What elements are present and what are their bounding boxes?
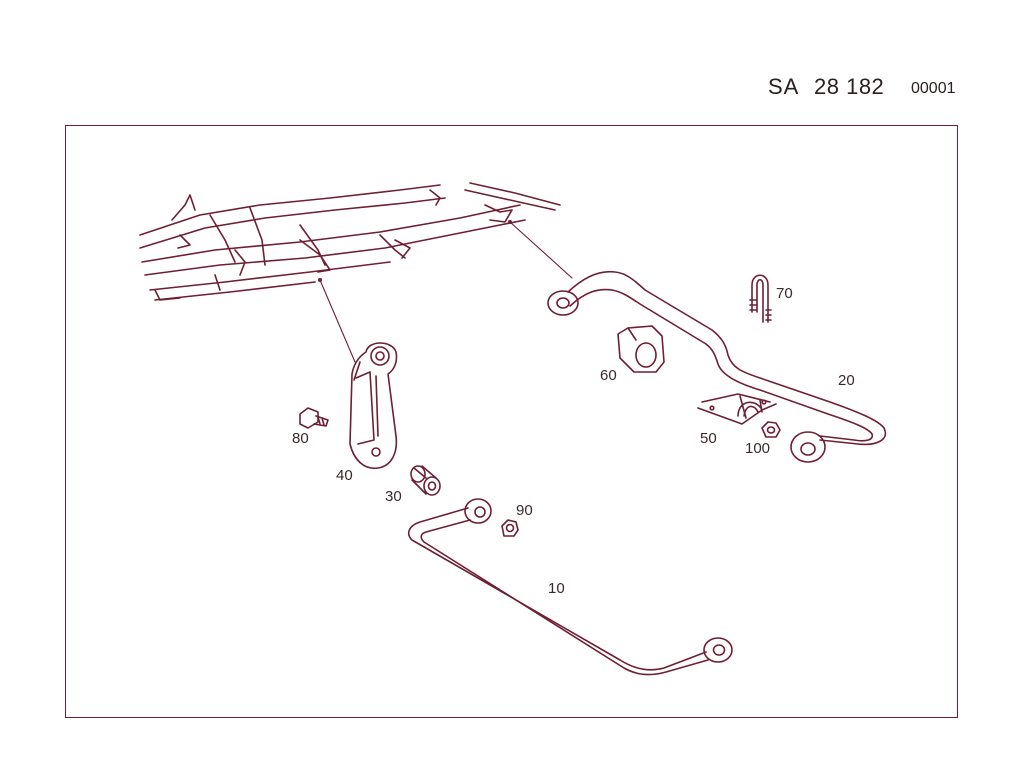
group-number: 28 182 [814,74,885,99]
link-bracket [350,343,397,468]
callout-40: 40 [336,467,353,484]
callout-10: 10 [548,580,565,597]
callout-20: 20 [838,372,855,389]
stabilizer-bar-upper [548,272,885,462]
rubber-sleeve [411,466,440,495]
u-bolt [750,275,771,322]
callout-100: 100 [745,440,771,457]
stabilizer-bar-lower [409,499,732,675]
hex-nut-100 [762,422,780,437]
diagram-frame [65,125,958,718]
callout-80: 80 [292,430,309,447]
vehicle-frame [140,183,560,300]
diagram-code: SA [768,74,800,99]
bolt [300,408,328,428]
sheet-number: 00001 [911,80,956,97]
leader-lines [320,222,572,362]
callout-50: 50 [700,430,717,447]
callout-60: 60 [600,367,617,384]
callout-30: 30 [385,488,402,505]
clamp-bracket [698,394,776,424]
rubber-bushing [618,326,664,372]
callout-90: 90 [516,502,533,519]
hex-nut-90 [502,520,518,536]
callout-70: 70 [776,285,793,302]
